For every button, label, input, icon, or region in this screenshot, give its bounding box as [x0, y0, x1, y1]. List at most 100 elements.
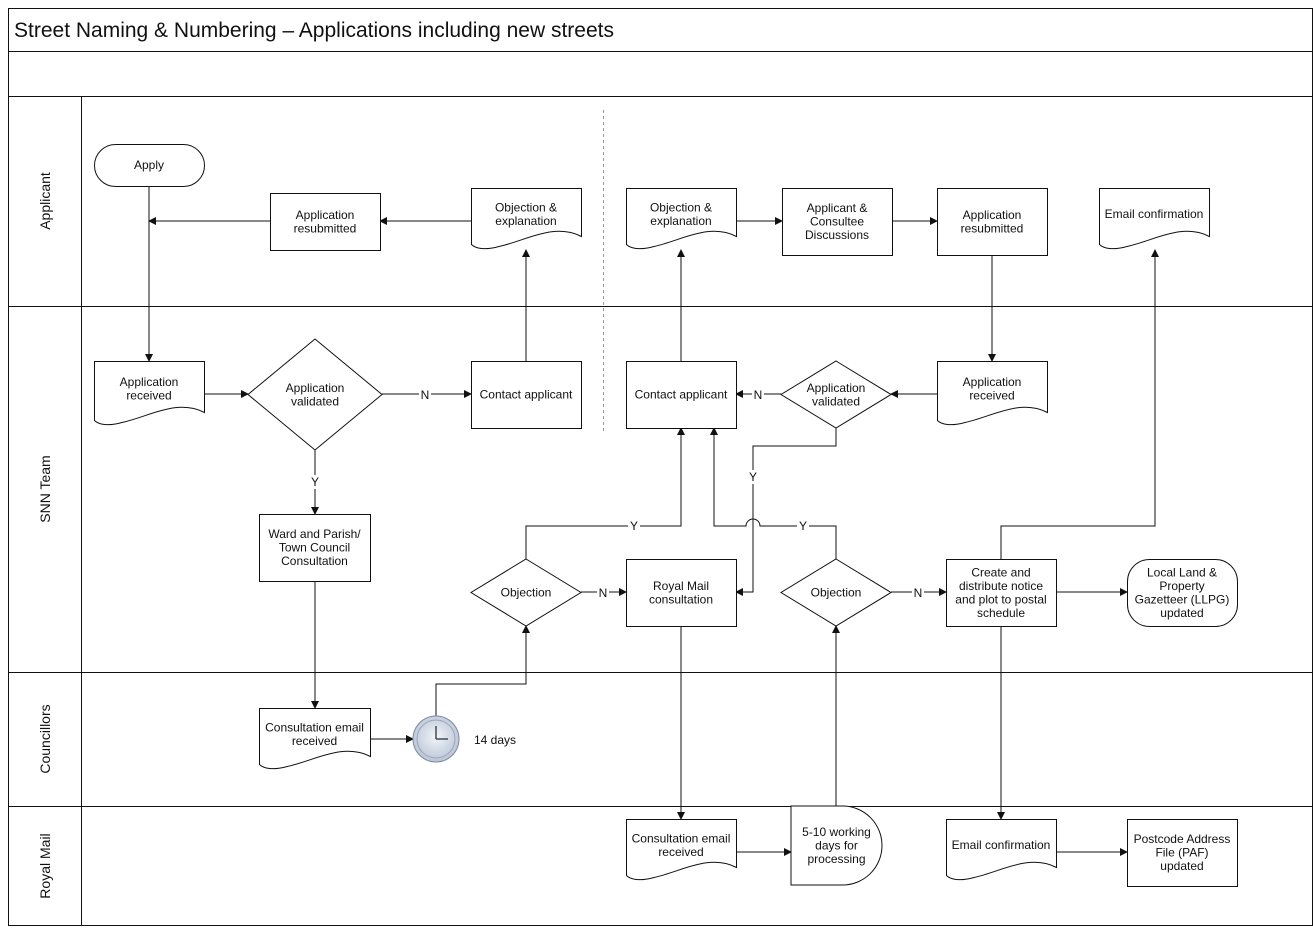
node-text: Application: [963, 375, 1022, 389]
node-text: Email confirmation: [1105, 207, 1204, 221]
node-text: days for: [815, 839, 858, 853]
node-text: Create and: [971, 565, 1030, 579]
edge-objection2-yes: [710, 427, 837, 559]
node-text: Consultation email: [632, 831, 731, 845]
edge-label-bg: [419, 388, 431, 402]
node-objection-expl-2: Objection &explanation: [626, 188, 737, 250]
node-text: Objection: [501, 586, 552, 600]
node-apply: Apply: [94, 144, 205, 187]
node-text: Contact applicant: [480, 388, 573, 402]
node-text: Contact applicant: [635, 388, 728, 402]
edge-label-yes: Y: [630, 519, 638, 533]
node-text: Consultee: [810, 215, 864, 229]
node-text: Local Land &: [1147, 565, 1217, 579]
node-text: received: [292, 734, 337, 748]
edge-label-yes: Y: [311, 475, 319, 489]
node-text: Discussions: [805, 228, 869, 242]
edge-label-no: N: [599, 586, 608, 600]
node-text: explanation: [650, 214, 711, 228]
node-text: 14 days: [474, 733, 516, 747]
edge-label-no: N: [914, 586, 923, 600]
node-text: Consultation email: [265, 720, 364, 734]
node-text: processing: [807, 852, 865, 866]
node-objection-1: Objection: [470, 558, 582, 627]
node-text: validated: [291, 394, 339, 408]
edge-label-no: N: [754, 388, 763, 402]
node-text: Gazetteer (LLPG): [1135, 592, 1230, 606]
edge-label-no: N: [421, 388, 430, 402]
edge-label-bg: [752, 388, 764, 402]
edge-validated2-yes: [735, 428, 837, 596]
node-text: 5-10 working: [802, 825, 871, 839]
node-text: distribute notice: [959, 579, 1043, 593]
node-text: Objection &: [650, 200, 712, 214]
edge-label-yes: Y: [749, 470, 757, 484]
node-text: received: [658, 845, 703, 859]
node-text: Application: [963, 208, 1022, 222]
node-objection-expl-1: Objection &explanation: [471, 188, 582, 250]
edge-label-bg: [797, 519, 809, 533]
node-text: Objection &: [495, 200, 557, 214]
lane-label-snn: SNN Team: [37, 455, 53, 522]
edge-label-bg: [912, 586, 924, 600]
lane-label-applicant: Applicant: [37, 172, 53, 230]
node-text: Email confirmation: [952, 838, 1051, 852]
node-text: Applicant &: [807, 201, 868, 215]
node-text: validated: [812, 394, 860, 408]
node-text: resubmitted: [294, 221, 357, 235]
edge-create-to-email-confirm: [1000, 249, 1159, 559]
node-text: Royal Mail: [653, 579, 709, 593]
node-text: resubmitted: [961, 221, 1024, 235]
node-text: Application: [286, 381, 345, 395]
node-text: received: [126, 388, 171, 402]
node-text: updated: [1160, 859, 1203, 873]
edge-label-bg: [628, 519, 640, 533]
node-text: updated: [1160, 606, 1203, 620]
diagram-title: Street Naming & Numbering – Applications…: [14, 19, 614, 42]
node-contact-applicant-1: Contact applicant: [471, 361, 582, 429]
diagram-frame: [8, 8, 1313, 926]
node-text: Objection: [811, 586, 862, 600]
edge-clock-to-objection1: [435, 625, 530, 716]
node-clock: [412, 715, 460, 763]
node-text: Application: [120, 375, 179, 389]
node-objection-2: Objection: [780, 558, 892, 627]
node-email-confirm-2: Email confirmation: [946, 819, 1057, 881]
node-days-14: 14 days: [474, 733, 516, 747]
node-text: and plot to postal: [955, 592, 1046, 606]
node-text: schedule: [977, 606, 1025, 620]
edge-label-yes: Y: [799, 519, 807, 533]
lane-label-royalmail: Royal Mail: [37, 833, 53, 898]
node-text: Apply: [134, 158, 164, 172]
node-text: Town Council: [279, 541, 350, 555]
node-text: consultation: [649, 592, 713, 606]
node-text: Postcode Address: [1134, 832, 1231, 846]
node-text: Consultation: [281, 554, 348, 568]
edge-label-bg: [309, 475, 321, 489]
node-text: Application: [296, 208, 355, 222]
edge-objection1-yes: [525, 427, 685, 559]
node-text: Ward and Parish/: [268, 527, 361, 541]
node-text: received: [969, 388, 1014, 402]
node-text: File (PAF): [1155, 846, 1208, 860]
edge-label-bg: [597, 586, 609, 600]
node-text: explanation: [495, 214, 556, 228]
node-email-confirm-1: Email confirmation: [1099, 188, 1210, 250]
edge-label-bg: [747, 470, 759, 484]
